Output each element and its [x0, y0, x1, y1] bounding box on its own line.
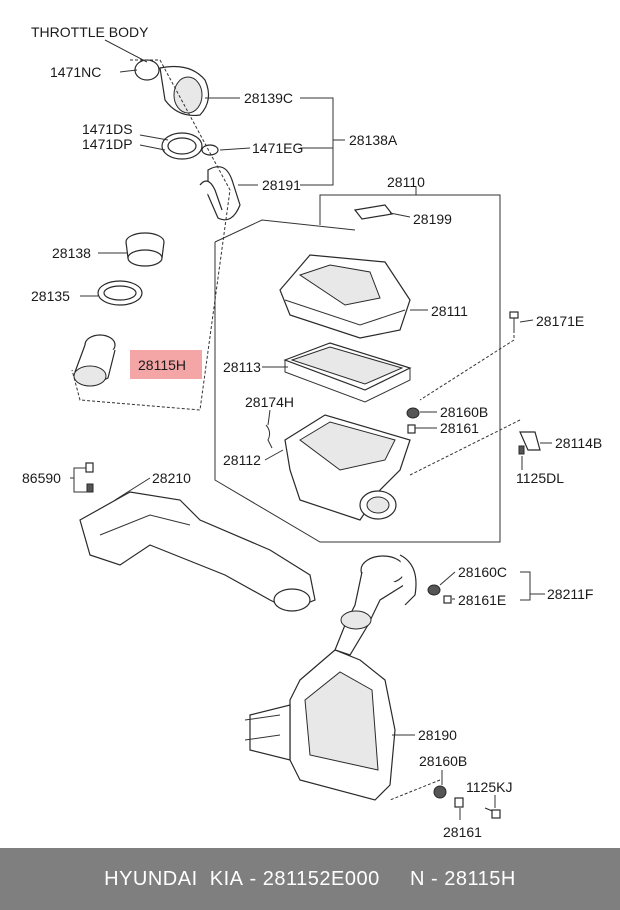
cover-28111-part [279, 254, 411, 339]
duct-28210-part [79, 491, 316, 612]
collar-28161-b [454, 797, 464, 808]
label-28138a: 28138A [349, 132, 398, 148]
footer-ref-code: 28115H [444, 867, 516, 890]
label-28138: 28138 [52, 245, 91, 261]
footer-part-number: 281152E000 [262, 867, 380, 890]
resonator-28190-part [244, 649, 396, 801]
bolt-1125kj [484, 807, 501, 819]
label-28113: 28113 [223, 359, 261, 375]
footer-separator: - [243, 867, 263, 890]
label-28174h: 28174H [245, 394, 294, 410]
label-1471ds: 1471DS [82, 121, 133, 137]
label-1471dp: 1471DP [82, 136, 133, 152]
label-28210: 28210 [152, 470, 191, 486]
label-28160b-b: 28160B [419, 753, 467, 769]
header-throttle-body: THROTTLE BODY [31, 24, 149, 40]
sensor-28115h-part [73, 334, 116, 387]
hose-28138-part [125, 232, 165, 267]
bolt-28171e [509, 311, 519, 330]
label-28135: 28135 [31, 288, 70, 304]
air-cleaner-frame [214, 194, 501, 543]
part-number-footer: HYUNDAI KIA - 281152E000 N - 28115H [0, 848, 620, 910]
label-28111: 28111 [431, 303, 468, 319]
grommet-28160b-b [433, 785, 447, 799]
clamp-1471ds [161, 132, 203, 160]
clip-28174h [265, 424, 273, 449]
label-28190: 28190 [418, 727, 457, 743]
collar-28161-a [407, 424, 416, 434]
label-28139c: 28139C [244, 90, 293, 106]
leader-lines [70, 39, 552, 820]
label-28114b: 28114B [555, 435, 602, 451]
label-28161-a: 28161 [440, 420, 479, 436]
label-28191: 28191 [262, 177, 301, 193]
duct-28211f-part [334, 554, 417, 656]
grommet-28160c [427, 584, 441, 596]
label-sticker-28199 [353, 204, 394, 220]
throttle-hose-part [134, 59, 241, 221]
footer-gap [380, 868, 410, 891]
footer-brand: HYUNDAI KIA [104, 867, 244, 890]
clip-86590 [85, 462, 94, 493]
label-1471eg: 1471EG [252, 140, 303, 156]
clamp-28135 [97, 280, 143, 306]
grommet-28160b-a [406, 407, 420, 419]
housing-28112-part [284, 414, 411, 521]
label-28211f: 28211F [547, 586, 593, 602]
label-28110: 28110 [387, 174, 425, 190]
label-28112: 28112 [223, 452, 261, 468]
label-1471nc: 1471NC [50, 64, 101, 80]
label-28160c: 28160C [458, 564, 507, 580]
label-28199: 28199 [413, 211, 452, 227]
label-1125dl: 1125DL [516, 470, 564, 486]
filter-28113-part [283, 342, 412, 403]
footer-ref-prefix: N - [410, 867, 445, 890]
label-1125kj: 1125KJ [466, 779, 512, 795]
highlight-28115h [130, 350, 202, 379]
label-28161e: 28161E [458, 592, 506, 608]
label-28171e: 28171E [536, 313, 584, 329]
label-28115h: 28115H [138, 357, 186, 373]
label-28161-b: 28161 [443, 824, 482, 840]
collar-28161e [443, 595, 452, 604]
parts-diagram: THROTTLE BODY 1471NC 28139C 1471DS 1471D… [22, 24, 602, 840]
label-28160b-a: 28160B [440, 404, 488, 420]
label-86590: 86590 [22, 470, 61, 486]
bracket-28114b [518, 431, 541, 455]
